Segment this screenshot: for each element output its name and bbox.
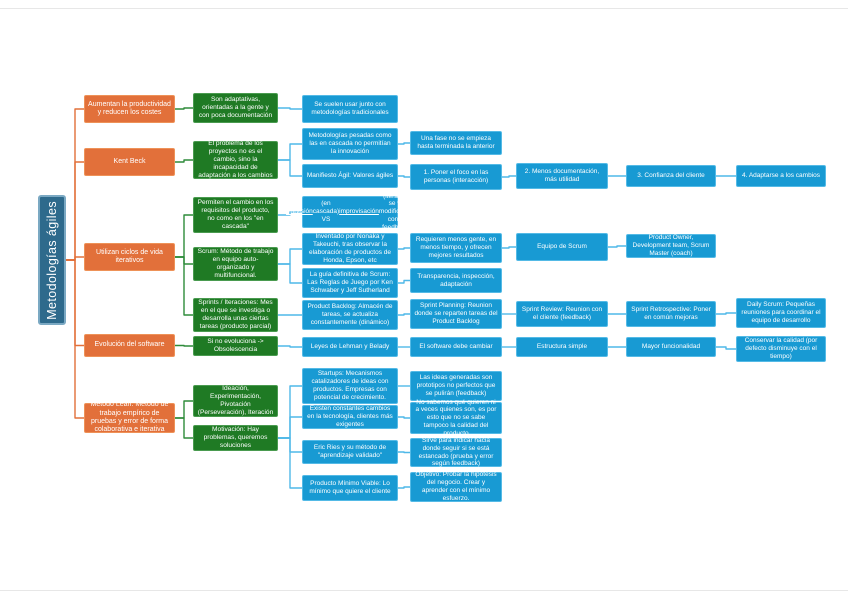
node-e4[interactable]: Mayor funcionalidad (626, 337, 716, 357)
mindmap-title-label: Metodologías ágiles (44, 200, 59, 320)
connector (278, 437, 302, 489)
connector (398, 175, 410, 178)
page-edge-top (0, 8, 848, 9)
node-g1[interactable]: Son adaptativas, orientadas a la gente y… (193, 93, 278, 123)
connector (278, 143, 302, 161)
node-e1[interactable]: 3. Confianza del cliente (626, 165, 716, 187)
connector (398, 313, 410, 316)
node-b6[interactable]: La guía definitiva de Scrum: Las Reglas … (302, 268, 398, 298)
connector (278, 159, 302, 177)
node-o5[interactable]: Método Lean: Método de trabajo empírico … (84, 401, 175, 433)
node-c4[interactable]: Transparencia, inspección, adaptación (410, 268, 502, 293)
node-d1[interactable]: 2. Menos documentación, más utilidad (516, 163, 608, 189)
node-o1[interactable]: Aumentan la productividad y reducen los … (84, 95, 175, 123)
node-b2[interactable]: Metodologías pesadas como las en cascada… (302, 128, 398, 160)
connector (175, 107, 193, 110)
node-b10[interactable]: Existen constantes cambios en la tecnolo… (302, 405, 398, 429)
connector (398, 416, 410, 419)
connector (175, 417, 193, 439)
connector (278, 107, 302, 110)
node-c7[interactable]: Las ideas generadas son prototipos no pe… (410, 371, 502, 401)
connector (608, 245, 626, 248)
node-b3[interactable]: Manifiesto Ágil: Valores ágiles (302, 164, 398, 188)
node-c10[interactable]: Objetivo: Probar la hipótesis del negoci… (410, 471, 502, 502)
connector (278, 248, 302, 265)
connector (398, 486, 410, 489)
node-g4[interactable]: Scrum: Método de trabajo en equipo auto-… (193, 247, 278, 281)
node-b4[interactable]: Previsión (en cascada) VS improvisación … (286, 192, 414, 231)
node-e2[interactable]: Product Owner, Development team, Scrum M… (626, 234, 716, 258)
node-b9[interactable]: Startups: Mecanismos catalizadores de id… (302, 368, 398, 404)
node-c1[interactable]: Una fase no se empieza hasta terminada l… (410, 131, 502, 155)
connector (502, 246, 516, 249)
node-o4[interactable]: Evolución del software (84, 334, 175, 357)
node-b1[interactable]: Se suelen usar junto con metodologías tr… (302, 95, 398, 123)
node-g6[interactable]: Si no evoluciona -> Obsolescencia (193, 336, 278, 356)
node-d3[interactable]: Sprint Review: Reunion con el cliente (f… (516, 301, 608, 327)
node-b11[interactable]: Eric Ries y su método de "aprendizaje va… (302, 440, 398, 464)
node-g5[interactable]: Sprints / Iteraciones: Mes en el que se … (193, 298, 278, 332)
node-g7[interactable]: Ideación, Experimentación, Pivotación (P… (193, 385, 278, 417)
connector (66, 161, 84, 261)
node-b5[interactable]: Inventado por Nonaka y Takeuchi, tras ob… (302, 233, 398, 265)
node-d4[interactable]: Estructura simple (516, 337, 608, 357)
node-c8[interactable]: No sabemos qué quieren ni a veces quiene… (410, 399, 502, 437)
connector (278, 263, 302, 284)
node-c5[interactable]: Sprint Planning: Reunion donde se repart… (410, 299, 502, 329)
connector (175, 256, 193, 316)
connector (66, 259, 84, 419)
connector (398, 247, 410, 250)
connector (502, 175, 516, 178)
node-g2[interactable]: El problema de los proyectos no es el ca… (193, 140, 278, 179)
connector (398, 279, 410, 284)
node-c6[interactable]: El software debe cambiar (410, 337, 502, 357)
node-e3[interactable]: Sprint Retrospective: Poner en común mej… (626, 301, 716, 327)
mindmap-title-node[interactable]: Metodologías ágiles (38, 195, 66, 325)
connector (278, 345, 302, 348)
connector (398, 142, 410, 145)
node-c9[interactable]: Sirve para indicar hacia donde seguir si… (410, 437, 502, 467)
connector (175, 159, 193, 163)
connector (175, 344, 193, 347)
connector (716, 346, 736, 350)
node-b7[interactable]: Product Backlog: Almacén de tareas, se a… (302, 300, 398, 330)
connector (278, 416, 302, 439)
node-o3[interactable]: Utilizan ciclos de vida iterativos (84, 243, 175, 271)
connector (398, 451, 410, 454)
node-c3[interactable]: Requieren menos gente, en menos tiempo, … (410, 233, 502, 263)
node-b12[interactable]: Producto Mínimo Viable: Lo mínimo que qu… (302, 475, 398, 501)
node-f1[interactable]: 4. Adaptarse a los cambios (736, 165, 826, 187)
node-g3[interactable]: Permiten el cambio en los requisitos del… (193, 197, 278, 233)
node-f2[interactable]: Daily Scrum: Pequeñas reuniones para coo… (736, 298, 826, 328)
node-c2[interactable]: 1. Poner el foco en las personas (intera… (410, 164, 502, 190)
node-g8[interactable]: Motivación: Hay problemas, queremos solu… (193, 425, 278, 451)
connector (278, 211, 302, 216)
node-f3[interactable]: Conservar la calidad (por defecto dismin… (736, 336, 826, 362)
connector (716, 312, 736, 315)
connector (175, 214, 193, 258)
node-d2[interactable]: Equipo de Scrum (516, 233, 608, 261)
connector (175, 400, 193, 419)
node-o2[interactable]: Kent Beck (84, 148, 175, 176)
page-edge-bottom (0, 590, 848, 591)
node-b8[interactable]: Leyes de Lehman y Belady (302, 337, 398, 357)
